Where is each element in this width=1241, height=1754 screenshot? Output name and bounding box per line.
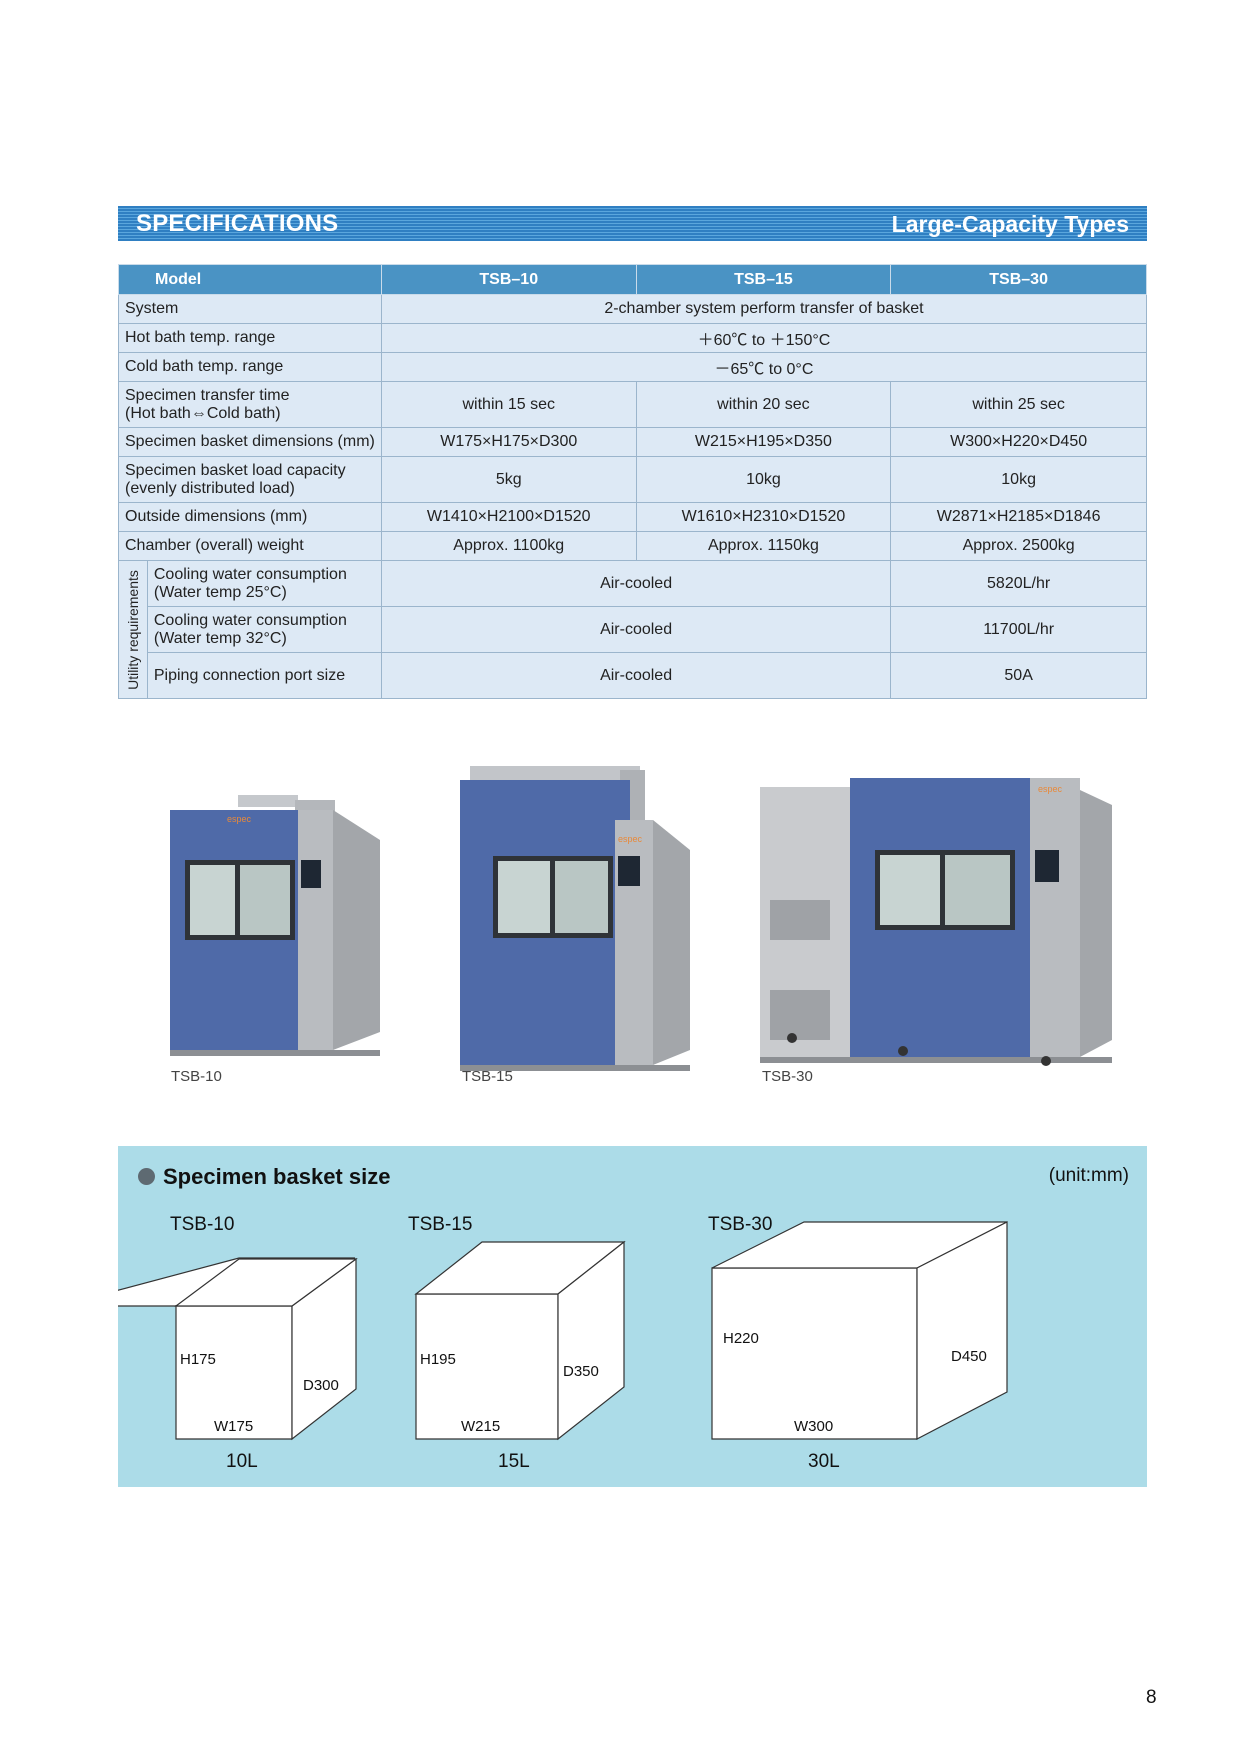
column-header: Model xyxy=(118,264,382,295)
row-label: Specimen basket load capacity(evenly dis… xyxy=(118,456,382,503)
row-label: Cold bath temp. range xyxy=(118,352,382,382)
row-label: Specimen transfer time(Hot bath⇔Cold bat… xyxy=(118,381,382,428)
basket-name: TSB-30 xyxy=(708,1214,772,1235)
table-cell: Approx. 1100kg xyxy=(380,531,637,561)
basket-name: TSB-10 xyxy=(170,1214,234,1235)
table-cell: W215×H195×D350 xyxy=(635,427,892,457)
tsb10-chamber-image: espec xyxy=(170,795,380,1056)
table-cell: 11700L/hr xyxy=(890,606,1147,653)
basket-depth: D450 xyxy=(951,1348,987,1365)
table-cell: 10kg xyxy=(890,456,1147,503)
unit-label: (unit:mm) xyxy=(1048,1165,1129,1186)
table-cell: W1410×H2100×D1520 xyxy=(380,502,637,532)
brand-logo: espec xyxy=(618,834,643,844)
table-cell: within 15 sec xyxy=(380,381,637,428)
table-row: Piping connection port size Air-cooled 5… xyxy=(119,652,1147,699)
table-row: Chamber (overall) weight Approx. 1100kg … xyxy=(118,531,1147,561)
row-label: System xyxy=(118,294,382,324)
table-row: Cold bath temp. range －65℃ to 0°C xyxy=(118,352,1148,382)
row-label-line: Specimen transfer time xyxy=(125,386,290,404)
row-label-line: Specimen basket load capacity xyxy=(125,461,346,479)
brand-logo: espec xyxy=(1038,784,1063,794)
table-row: Specimen basket load capacity(evenly dis… xyxy=(118,456,1147,503)
row-label: Cooling water consumption(Water temp 25°… xyxy=(146,560,382,607)
panel-title-text: Specimen basket size xyxy=(163,1164,391,1189)
row-label-line: (Water temp 32°C) xyxy=(153,629,287,647)
row-label: Specimen basket dimensions (mm) xyxy=(118,427,382,457)
product-caption: TSB-30 xyxy=(762,1068,813,1085)
table-cell: W300×H220×D450 xyxy=(890,427,1147,457)
table-cell: Approx. 1150kg xyxy=(635,531,892,561)
table-cell: W2871×H2185×D1846 xyxy=(890,502,1147,532)
table-cell: 10kg xyxy=(635,456,892,503)
table-cell: Air-cooled xyxy=(380,606,892,653)
table-cell: Air-cooled xyxy=(380,652,892,699)
row-label: Hot bath temp. range xyxy=(118,323,382,353)
column-header: TSB–15 xyxy=(635,264,892,295)
row-label-line: Cooling water consumption xyxy=(153,565,347,583)
brand-logo: espec xyxy=(227,814,252,824)
section-title: SPECIFICATIONS xyxy=(136,210,339,237)
table-row: Hot bath temp. range ＋60℃ to ＋150°C xyxy=(118,323,1148,353)
product-images: espec espec espec xyxy=(170,766,1112,1071)
utility-requirements-text: Utility requirements xyxy=(124,569,141,690)
utility-requirements-label: Utility requirements xyxy=(118,560,148,699)
row-label: Piping connection port size xyxy=(146,652,382,699)
basket-height: H175 xyxy=(180,1351,216,1368)
basket-height: H220 xyxy=(723,1330,759,1347)
table-cell: 50A xyxy=(890,652,1147,699)
basket-diagram-tsb15 xyxy=(414,1240,626,1441)
tsb15-chamber-image: espec xyxy=(460,766,690,1071)
table-header-row: Model TSB–10 TSB–15 TSB–30 xyxy=(118,264,1147,295)
table-cell: within 20 sec xyxy=(635,381,892,428)
section-subtitle: Large-Capacity Types xyxy=(891,211,1129,237)
basket-width: W300 xyxy=(794,1418,833,1435)
row-label: Outside dimensions (mm) xyxy=(118,502,382,532)
tsb30-chamber-image: espec xyxy=(760,778,1112,1066)
panel-title: Specimen basket size xyxy=(138,1164,390,1190)
product-caption: TSB-15 xyxy=(462,1068,513,1085)
row-label: Chamber (overall) weight xyxy=(118,531,382,561)
table-cell: W175×H175×D300 xyxy=(380,427,637,457)
row-label-line: Cooling water consumption xyxy=(153,611,347,629)
page-number: 8 xyxy=(1146,1687,1157,1708)
table-cell: 5820L/hr xyxy=(890,560,1147,607)
table-cell: 5kg xyxy=(380,456,637,503)
basket-diagram-tsb30 xyxy=(711,1221,1008,1440)
basket-height: H195 xyxy=(420,1351,456,1368)
table-cell: ＋60℃ to ＋150°C xyxy=(380,323,1148,353)
table-cell: 2-chamber system perform transfer of bas… xyxy=(380,294,1148,324)
table-row: System 2-chamber system perform transfer… xyxy=(118,294,1148,324)
basket-diagrams: TSB-10 TSB-15 TSB-30 H175 D300 W175 10L … xyxy=(118,1214,1008,1472)
basket-name: TSB-15 xyxy=(408,1214,472,1235)
basket-size-panel: Specimen basket size (unit:mm) xyxy=(118,1146,1147,1487)
row-label-line: (Hot bath⇔Cold bath) xyxy=(125,404,281,422)
basket-depth: D350 xyxy=(563,1363,599,1380)
row-label-line: (evenly distributed load) xyxy=(125,479,295,497)
table-cell: within 25 sec xyxy=(890,381,1147,428)
basket-depth: D300 xyxy=(303,1377,339,1394)
basket-width: W175 xyxy=(214,1418,253,1435)
spec-table: Model TSB–10 TSB–15 TSB–30 System 2-cham… xyxy=(118,264,1148,699)
basket-width: W215 xyxy=(461,1418,500,1435)
basket-volume: 30L xyxy=(808,1451,840,1472)
table-cell: －65℃ to 0°C xyxy=(380,352,1148,382)
table-row: Utility requirements Cooling water consu… xyxy=(118,560,1147,699)
table-cell: Air-cooled xyxy=(380,560,892,607)
basket-volume: 10L xyxy=(226,1451,258,1472)
table-row: Cooling water consumption(Water temp 32°… xyxy=(119,606,1147,653)
product-caption: TSB-10 xyxy=(171,1068,222,1085)
bullet-icon xyxy=(138,1168,155,1185)
table-cell: W1610×H2310×D1520 xyxy=(635,502,892,532)
table-row: Specimen transfer time(Hot bath⇔Cold bat… xyxy=(118,381,1147,428)
section-header: SPECIFICATIONS Large-Capacity Types xyxy=(118,206,1147,241)
column-header: TSB–10 xyxy=(380,264,637,295)
column-header: TSB–30 xyxy=(890,264,1147,295)
row-label: Cooling water consumption(Water temp 32°… xyxy=(146,606,382,653)
table-row: Outside dimensions (mm) W1410×H2100×D152… xyxy=(118,502,1147,532)
table-cell: Approx. 2500kg xyxy=(890,531,1147,561)
row-label-line: (Water temp 25°C) xyxy=(153,583,287,601)
basket-volume: 15L xyxy=(498,1451,530,1472)
table-row: Specimen basket dimensions (mm) W175×H17… xyxy=(118,427,1147,457)
